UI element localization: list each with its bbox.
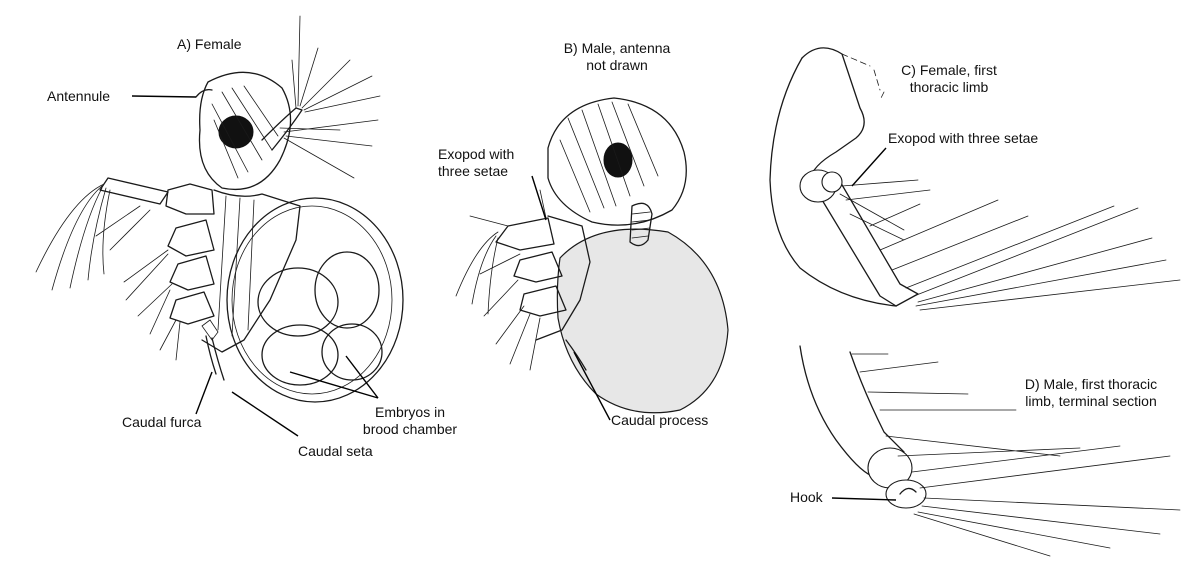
panel-c-title: C) Female, first thoracic limb	[884, 62, 1014, 96]
panel-d-title-line1: D) Male, first thoracic	[1004, 376, 1178, 393]
caudal-process-label: Caudal process	[611, 412, 708, 429]
panel-d-title: D) Male, first thoracic limb, terminal s…	[1004, 376, 1178, 410]
panel-c-title-line2: thoracic limb	[884, 79, 1014, 96]
panel-a-female-drawing	[36, 16, 403, 402]
exopod-b-label: Exopod with three setae	[438, 146, 514, 180]
panel-c-title-line1: C) Female, first	[884, 62, 1014, 79]
panel-a-title: A) Female	[177, 36, 242, 53]
panel-a-leader-lines	[132, 96, 378, 436]
antennule-label: Antennule	[47, 88, 110, 105]
panel-d-title-line2: limb, terminal section	[1004, 393, 1178, 410]
caudal-seta-label: Caudal seta	[298, 443, 373, 460]
hook-label: Hook	[790, 489, 823, 506]
embryos-label: Embryos in brood chamber	[352, 404, 468, 438]
exopod-b-label-line1: Exopod with	[438, 146, 514, 163]
caudal-furca-label: Caudal furca	[122, 414, 201, 431]
exopod-b-label-line2: three setae	[438, 163, 514, 180]
panel-b-title-line1: B) Male, antenna	[552, 40, 682, 57]
panel-c-leader-lines	[852, 148, 886, 186]
embryos-label-line2: brood chamber	[352, 421, 468, 438]
panel-b-title: B) Male, antenna not drawn	[552, 40, 682, 74]
panel-b-title-line2: not drawn	[552, 57, 682, 74]
embryos-label-line1: Embryos in	[352, 404, 468, 421]
exopod-c-label: Exopod with three setae	[888, 130, 1038, 147]
